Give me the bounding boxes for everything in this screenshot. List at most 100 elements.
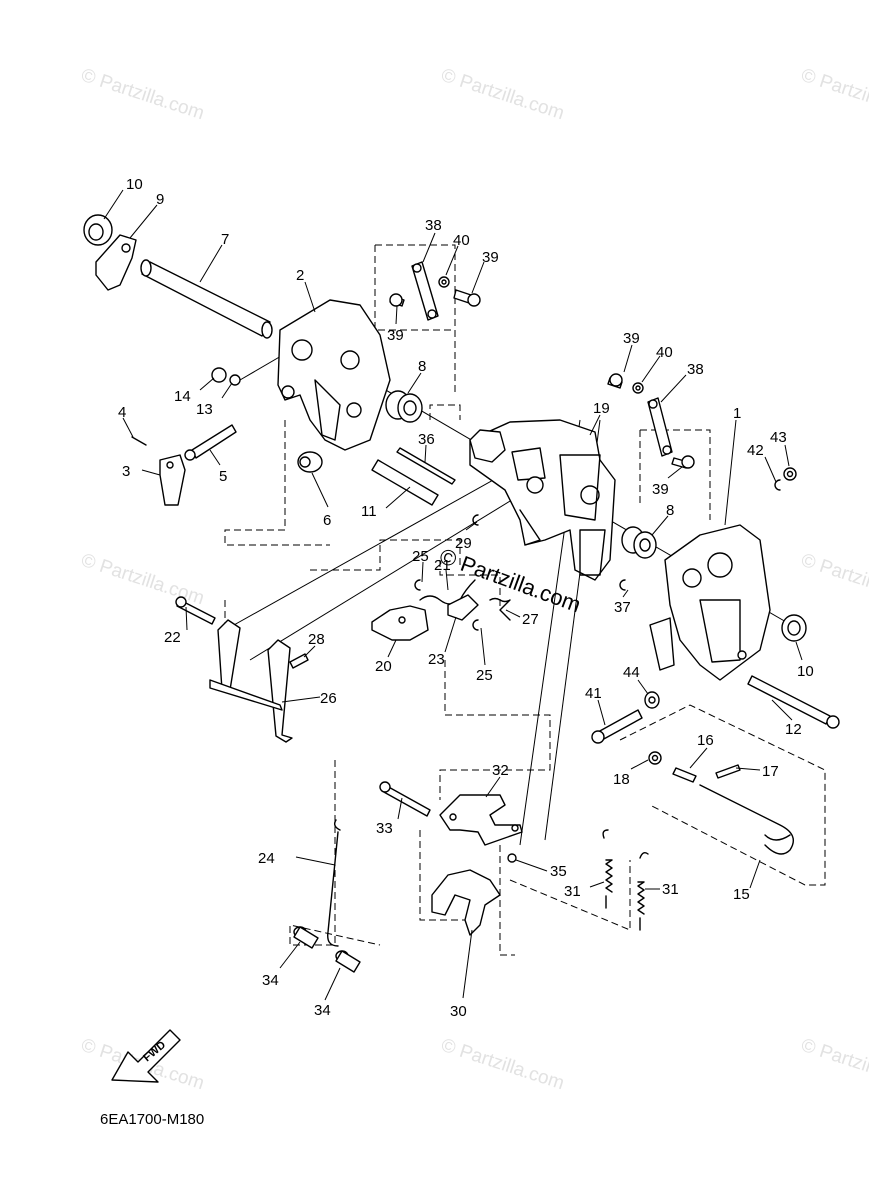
part-25-clip (414, 579, 421, 591)
callout-31: 31 (564, 883, 581, 900)
callout-37: 37 (614, 599, 631, 616)
part-12-bolt (747, 675, 840, 729)
watermark: © Partzilla.com (798, 1035, 869, 1095)
callout-5: 5 (219, 468, 227, 485)
callout-44: 44 (623, 664, 640, 681)
part-22-bolt (175, 596, 216, 625)
watermark: © Partzilla.com (78, 550, 206, 610)
part-3-lever (159, 454, 186, 506)
callout-40: 40 (453, 232, 470, 249)
callout-38: 38 (425, 217, 442, 234)
leader-lines (103, 189, 803, 1001)
callout-23: 23 (428, 651, 445, 668)
callout-27: 27 (522, 611, 539, 628)
callout-11: 11 (361, 503, 377, 520)
callout-12: 12 (785, 721, 802, 738)
callout-30: 30 (450, 1003, 467, 1020)
part-31-spring (602, 829, 613, 909)
part-39-bolt (389, 293, 405, 307)
part-42-clip (774, 479, 781, 491)
part-27-spring (489, 597, 511, 621)
callout-labels: 10 9 7 2 38 40 39 39 14 13 8 4 5 3 36 6 … (118, 176, 814, 1020)
callout-39: 39 (623, 330, 640, 347)
watermark: © Partzilla.com (438, 65, 566, 125)
callout-8: 8 (666, 502, 674, 519)
part-7-shaft (140, 259, 273, 339)
part-36-pin (396, 447, 456, 485)
callout-10: 10 (797, 663, 814, 680)
part-9-bracket (95, 234, 137, 291)
part-33-bolt (379, 781, 431, 817)
part-8-bushing (621, 526, 657, 559)
part-6-bushing (297, 451, 323, 473)
diagram-code: 6EA1700-M180 (100, 1111, 204, 1128)
callout-14: 14 (174, 388, 191, 405)
callout-24: 24 (258, 850, 275, 867)
callout-28: 28 (308, 631, 325, 648)
part-34-bushing (293, 926, 319, 949)
part-38-link (647, 397, 673, 457)
callout-25: 25 (412, 548, 429, 565)
part-15-rod (699, 784, 794, 855)
part-26-lever-rod (209, 619, 293, 743)
part-23-lever (447, 594, 479, 621)
assembly-lines (224, 244, 826, 956)
callout-21: 21 (434, 557, 451, 574)
part-37-clip (619, 579, 626, 591)
callout-1: 1 (733, 405, 741, 422)
part-24-link-rod (327, 819, 341, 947)
callout-18: 18 (613, 771, 630, 788)
part-32-bracket (439, 794, 523, 846)
part-17-pin (715, 764, 741, 779)
callout-26: 26 (320, 690, 337, 707)
part-25-clip (472, 619, 479, 631)
callout-10: 10 (126, 176, 143, 193)
callout-40: 40 (656, 344, 673, 361)
callout-39: 39 (482, 249, 499, 266)
callout-34: 34 (262, 972, 279, 989)
callout-38: 38 (687, 361, 704, 378)
part-28-bolt (289, 653, 309, 669)
part-41-bolt (591, 709, 643, 744)
callout-20: 20 (375, 658, 392, 675)
part-40-washer (438, 276, 450, 288)
part-10-nut (83, 214, 113, 246)
part-40-washer (632, 382, 644, 394)
part-19-swivel-bracket (469, 419, 616, 581)
callout-17: 17 (762, 763, 779, 780)
callout-2: 2 (296, 267, 304, 284)
watermark: © Partzilla.com (798, 65, 869, 125)
callout-4: 4 (118, 404, 126, 421)
callout-39: 39 (652, 481, 669, 498)
callout-35: 35 (550, 863, 567, 880)
callout-16: 16 (697, 732, 714, 749)
callout-43: 43 (770, 429, 787, 446)
part-43-nut (783, 467, 797, 481)
part-16-pin (672, 767, 697, 783)
callout-31: 31 (662, 881, 679, 898)
callout-29: 29 (455, 535, 472, 552)
callout-9: 9 (156, 191, 164, 208)
part-2-clamp-bracket (277, 299, 391, 451)
callout-13: 13 (196, 401, 213, 418)
part-11-tube (371, 459, 439, 506)
part-1-clamp-bracket (649, 524, 771, 681)
callout-34: 34 (314, 1002, 331, 1019)
callout-15: 15 (733, 886, 750, 903)
watermark: © Partzilla.com (78, 65, 206, 125)
part-39-bolt (671, 455, 695, 469)
callout-32: 32 (492, 762, 509, 779)
watermark: © Partzilla.com (798, 550, 869, 610)
callout-41: 41 (585, 685, 602, 702)
watermark: © Partzilla.com (438, 1035, 566, 1095)
part-20-bracket (371, 605, 429, 641)
part-10-nut (781, 614, 807, 642)
part-14-nut (211, 367, 227, 383)
part-31-spring (637, 851, 649, 931)
callout-7: 7 (221, 231, 229, 248)
part-18-nut (648, 751, 662, 765)
callout-6: 6 (323, 512, 331, 529)
callout-25: 25 (476, 667, 493, 684)
part-34-bushing (335, 950, 361, 973)
